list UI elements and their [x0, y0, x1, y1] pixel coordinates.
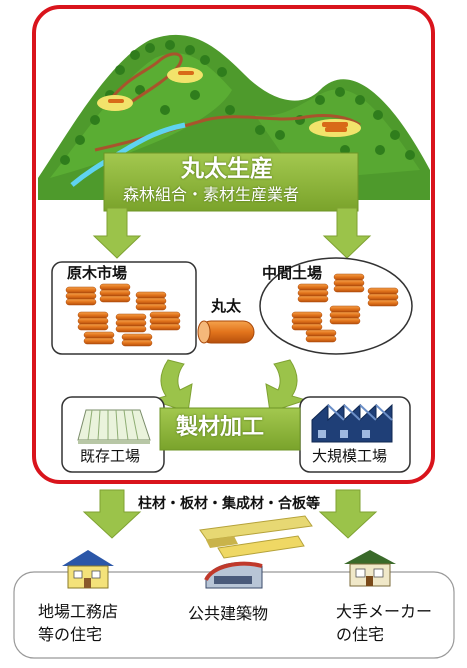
public-building-label: 公共建築物: [188, 604, 269, 623]
local-builder-line1: 地場工務店: [38, 602, 119, 621]
products-label: 柱材・板材・集成材・合板等: [138, 496, 320, 512]
major-maker-line1: 大手メーカー: [336, 602, 433, 621]
log-market-box: [51, 261, 197, 355]
log-label: 丸太: [211, 297, 242, 315]
existing-factory-label: 既存工場: [80, 447, 141, 465]
house-icon-right: [344, 550, 396, 587]
down-arrow-bottom-right: [318, 489, 378, 539]
major-maker-line2: の住宅: [336, 625, 385, 644]
existing-factory-icon: [77, 409, 151, 444]
log-icon: [197, 320, 255, 344]
down-arrow-left: [92, 207, 142, 259]
production-box: [103, 152, 359, 212]
arrow-to-sawmill-left: [150, 359, 193, 413]
arrow-to-sawmill-right: [265, 359, 308, 413]
house-icon-left: [62, 550, 114, 589]
down-arrow-right: [322, 207, 372, 259]
public-building-icon: [204, 561, 263, 589]
log-market-label: 原木市場: [67, 264, 128, 282]
lumber-boards-icon: [199, 515, 313, 559]
production-subtitle: 森林組合・素材生産業者: [123, 185, 300, 204]
large-factory-label: 大規模工場: [312, 447, 388, 465]
down-arrow-bottom-left: [82, 489, 142, 539]
intermediate-yard-label: 中間土場: [262, 264, 323, 282]
production-title: 丸太生産: [181, 156, 273, 182]
local-builder-line2: 等の住宅: [38, 625, 103, 644]
log-piles-market: [65, 283, 181, 347]
log-piles-yard: [291, 273, 399, 343]
sawmill-label: 製材加工: [176, 415, 265, 440]
large-factory-icon: [311, 403, 393, 443]
sawmill-box: [159, 407, 301, 451]
